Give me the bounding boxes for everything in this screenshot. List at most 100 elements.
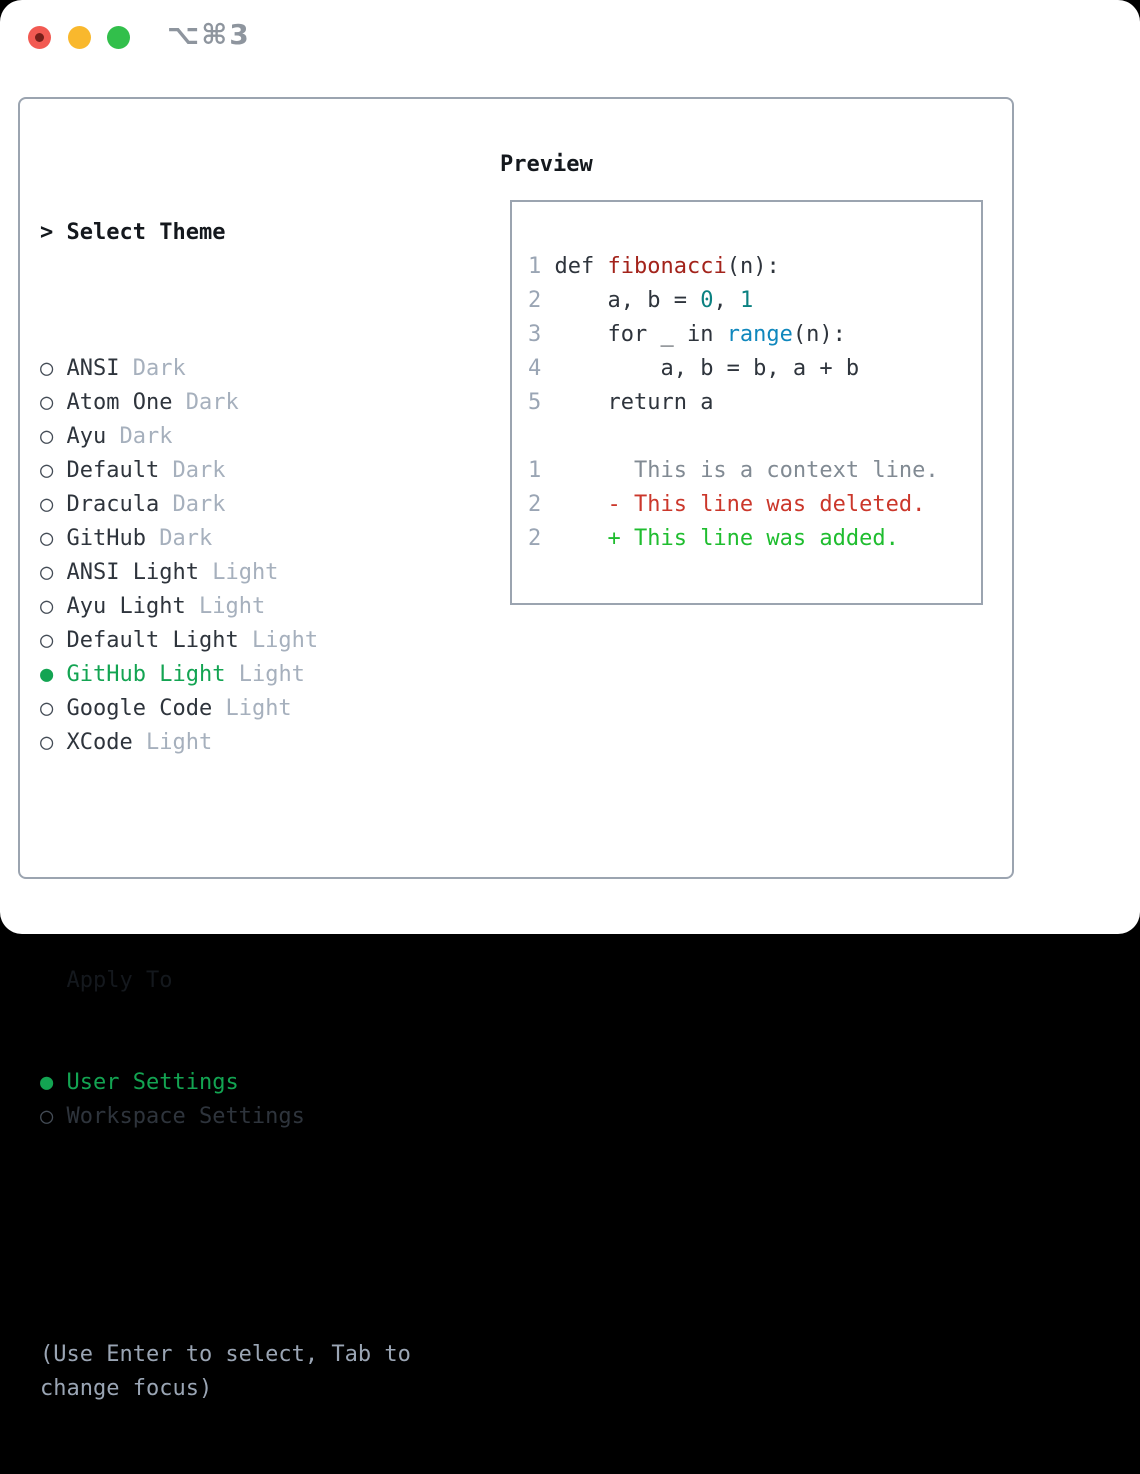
theme-variant: Dark	[159, 526, 213, 551]
theme-option-google-code[interactable]: ○ Google Code Light	[40, 692, 411, 726]
theme-option-default-light[interactable]: ○ Default Light Light	[40, 624, 411, 658]
code-segment: (n):	[792, 322, 846, 347]
keyboard-hint: (Use Enter to select, Tab to change focus…	[40, 1338, 411, 1406]
code-segment: 2	[528, 492, 542, 517]
close-button-icon[interactable]	[28, 26, 51, 49]
radio-icon: ○	[40, 492, 54, 517]
theme-variant: Dark	[185, 390, 239, 415]
theme-variant: Light	[238, 662, 305, 687]
radio-icon: ○	[40, 1104, 54, 1129]
theme-name: Ayu Light	[66, 594, 186, 619]
theme-variant: Dark	[119, 424, 173, 449]
code-line	[528, 420, 939, 454]
theme-name: Dracula	[66, 492, 160, 517]
theme-list: ○ ANSI Dark○ Atom One Dark○ Ayu Dark○ De…	[40, 352, 411, 760]
theme-option-default[interactable]: ○ Default Dark	[40, 454, 411, 488]
code-segment: 5	[528, 390, 542, 415]
window-title-shortcut: ⌥⌘3	[167, 18, 251, 51]
hint-line: change focus)	[40, 1376, 213, 1401]
code-segment: 1	[528, 458, 542, 483]
apply-option-workspace-settings[interactable]: ○ Workspace Settings	[40, 1100, 411, 1134]
radio-selected-icon: ●	[40, 1070, 54, 1095]
code-line: 2 a, b = 0, 1	[528, 284, 939, 318]
theme-name: Default	[66, 458, 160, 483]
radio-icon: ○	[40, 424, 54, 449]
theme-option-ayu[interactable]: ○ Ayu Dark	[40, 420, 411, 454]
code-segment: 0	[700, 288, 714, 313]
code-line: 1 def fibonacci(n):	[528, 250, 939, 284]
theme-option-atom-one[interactable]: ○ Atom One Dark	[40, 386, 411, 420]
code-segment: 2	[528, 526, 542, 551]
theme-option-github[interactable]: ○ GitHub Dark	[40, 522, 411, 556]
radio-icon: ○	[40, 594, 54, 619]
code-segment: fibonacci	[607, 254, 727, 279]
code-line: 5 return a	[528, 386, 939, 420]
theme-name: ANSI Light	[66, 560, 199, 585]
theme-variant: Light	[251, 628, 319, 653]
code-segment: a, b = b, a + b	[541, 356, 860, 381]
theme-name: GitHub Light	[66, 662, 226, 687]
radio-icon: ○	[40, 696, 54, 721]
theme-name: GitHub	[66, 526, 146, 551]
code-segment: 1	[739, 288, 754, 313]
theme-option-xcode[interactable]: ○ XCode Light	[40, 726, 411, 760]
radio-icon: ○	[40, 458, 54, 483]
theme-variant: Light	[198, 594, 266, 619]
maximize-button-icon[interactable]	[107, 26, 130, 49]
apply-option-label: User Settings	[66, 1070, 239, 1095]
code-line: 2 + This line was added.	[528, 522, 939, 556]
code-segment: ,	[713, 288, 740, 313]
theme-option-ansi[interactable]: ○ ANSI Dark	[40, 352, 411, 386]
theme-name: Atom One	[66, 390, 173, 415]
code-line: 3 for _ in range(n):	[528, 318, 939, 352]
theme-name: Default Light	[66, 628, 239, 653]
code-segment: 4	[528, 356, 542, 381]
focus-caret-icon: >	[40, 220, 54, 245]
radio-icon: ○	[40, 730, 54, 755]
code-segment: - This line was deleted.	[541, 492, 926, 517]
code-segment: for _ in	[541, 322, 727, 347]
preview-heading: Preview	[500, 152, 593, 177]
select-theme-heading-label: Select Theme	[66, 220, 226, 245]
theme-option-dracula[interactable]: ○ Dracula Dark	[40, 488, 411, 522]
minimize-button-icon[interactable]	[68, 26, 91, 49]
apply-option-user-settings[interactable]: ● User Settings	[40, 1066, 411, 1100]
code-segment: range	[726, 322, 793, 347]
hint-line: (Use Enter to select, Tab to	[40, 1342, 411, 1367]
radio-icon: ○	[40, 560, 54, 585]
radio-selected-icon: ●	[40, 662, 54, 687]
theme-variant: Dark	[172, 492, 226, 517]
code-segment: 2	[528, 288, 542, 313]
theme-option-github-light[interactable]: ● GitHub Light Light	[40, 658, 411, 692]
code-line: 2 - This line was deleted.	[528, 488, 939, 522]
theme-picker-panel: > Select Theme ○ ANSI Dark○ Atom One Dar…	[18, 97, 1014, 1401]
theme-variant: Light	[212, 560, 279, 585]
radio-icon: ○	[40, 526, 54, 551]
code-segment: a, b =	[541, 288, 701, 313]
apply-option-label: Workspace Settings	[66, 1104, 305, 1129]
radio-icon: ○	[40, 390, 54, 415]
theme-name: Google Code	[66, 696, 213, 721]
radio-icon: ○	[40, 356, 54, 381]
code-segment: 1	[528, 254, 555, 279]
code-segment: (n):	[726, 254, 780, 279]
theme-name: Ayu	[66, 424, 107, 449]
left-column: > Select Theme ○ ANSI Dark○ Atom One Dar…	[40, 148, 411, 1474]
select-theme-heading: > Select Theme	[40, 216, 411, 250]
theme-name: XCode	[66, 730, 133, 755]
app-window: ⌥⌘3 > Select Theme ○ ANSI Dark○ Atom One…	[0, 0, 1140, 1401]
code-segment: 3	[528, 322, 542, 347]
code-segment: return a	[541, 390, 714, 415]
apply-to-options: ● User Settings○ Workspace Settings	[40, 1066, 411, 1134]
theme-option-ayu-light[interactable]: ○ Ayu Light Light	[40, 590, 411, 624]
theme-variant: Light	[145, 730, 213, 755]
theme-name: ANSI	[66, 356, 120, 381]
theme-variant: Dark	[132, 356, 186, 381]
theme-option-ansi-light[interactable]: ○ ANSI Light Light	[40, 556, 411, 590]
theme-variant: Light	[225, 696, 292, 721]
apply-to-section: Apply To ● User Settings○ Workspace Sett…	[40, 896, 411, 1202]
radio-icon: ○	[40, 628, 54, 653]
code-line: 4 a, b = b, a + b	[528, 352, 939, 386]
